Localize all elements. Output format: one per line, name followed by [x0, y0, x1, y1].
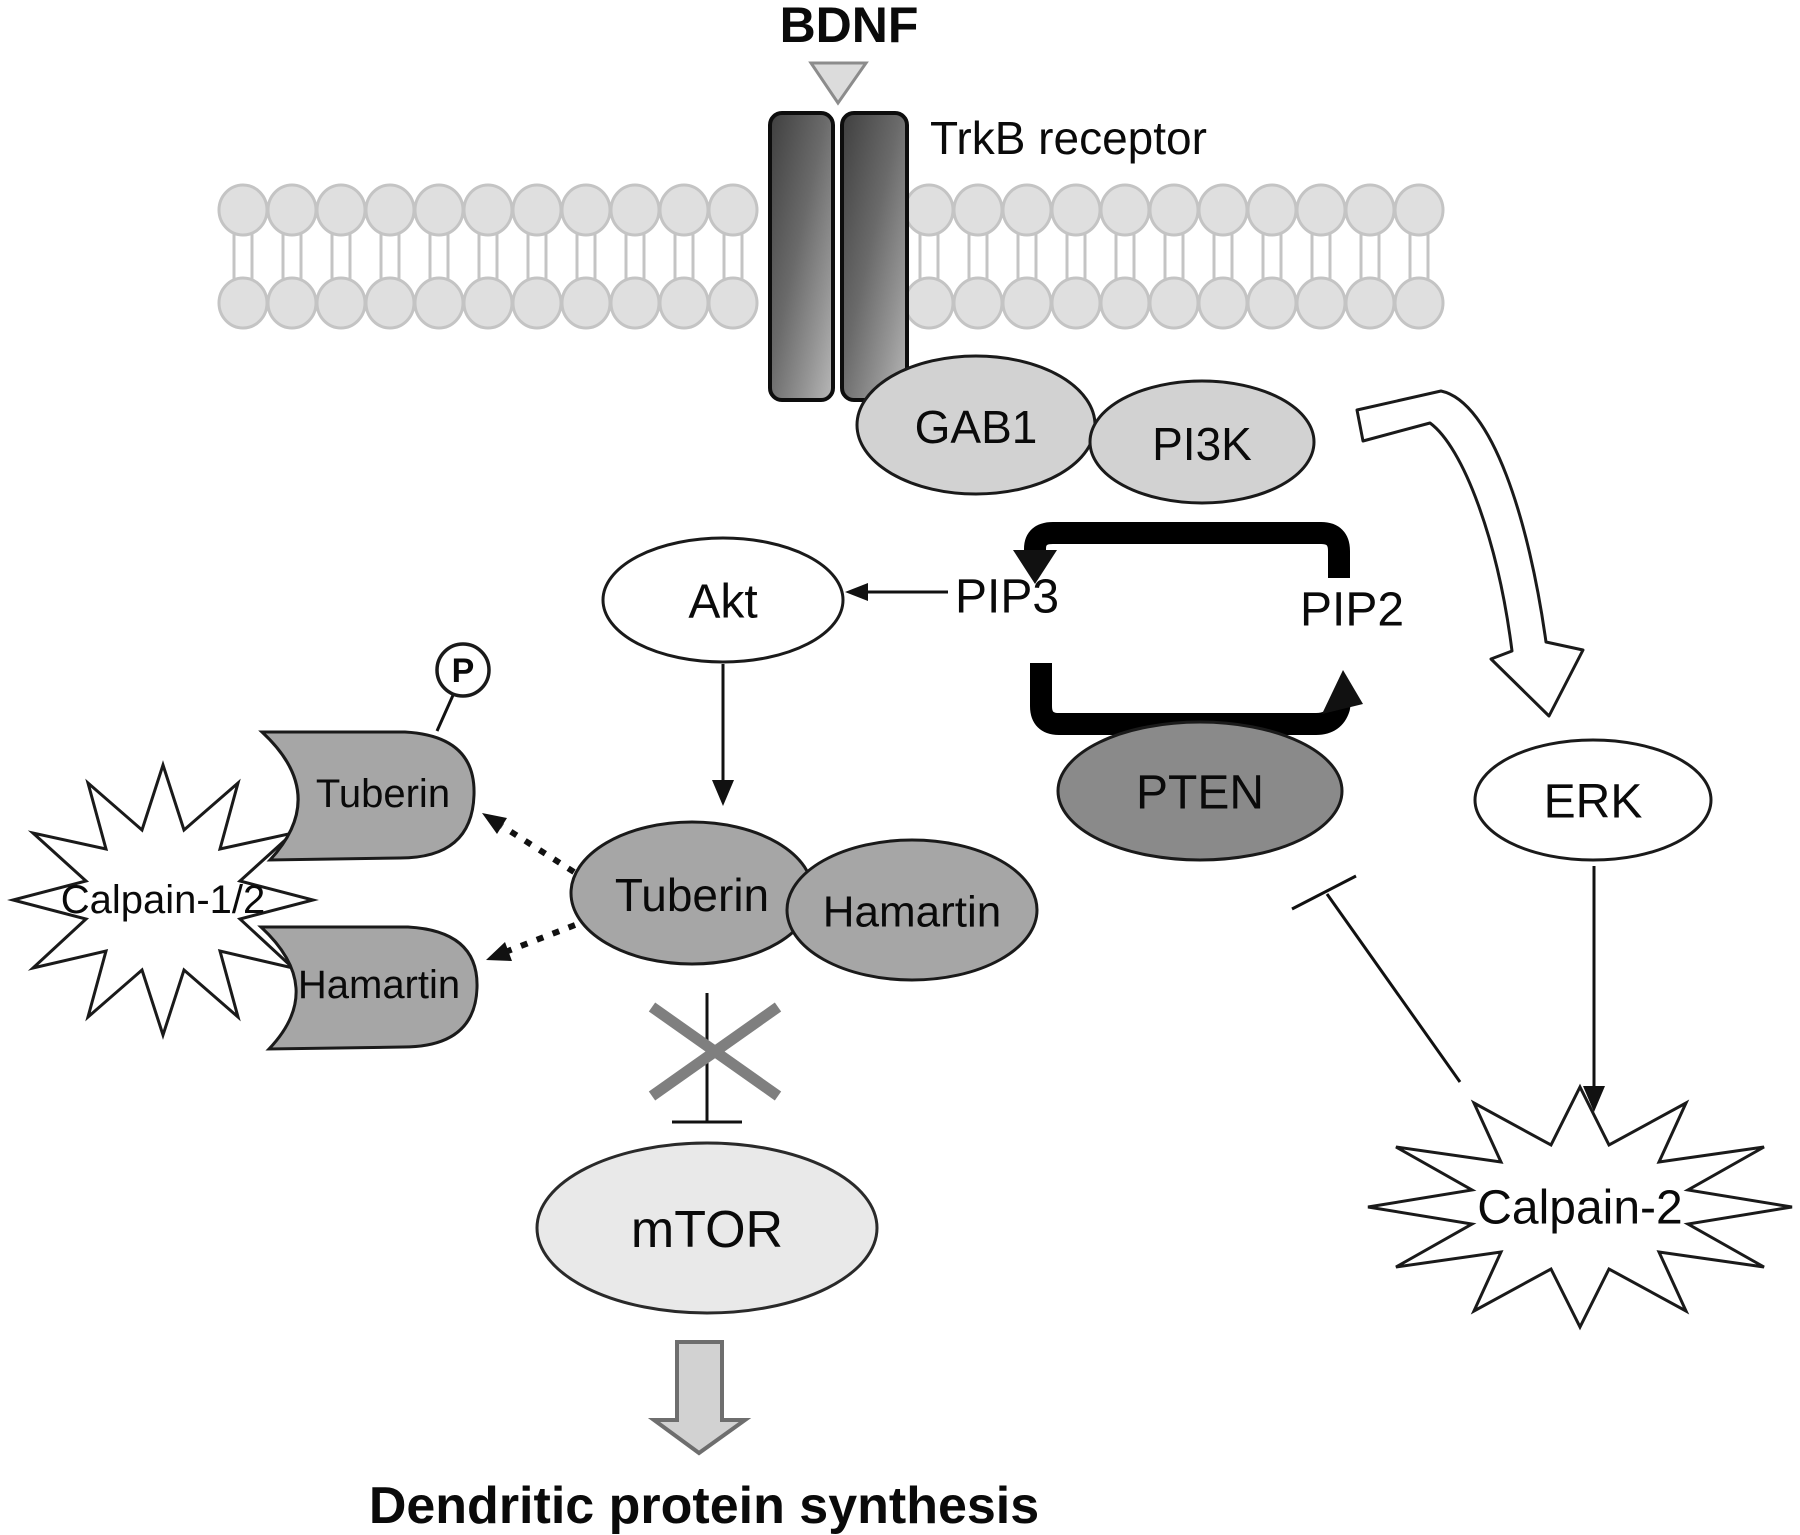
lipid-head-icon	[903, 183, 955, 237]
lipid-head-icon	[364, 183, 416, 237]
tuberin-complex-label: Tuberin	[615, 869, 769, 921]
lipid-head-icon	[217, 276, 269, 330]
pten-node	[1056, 720, 1344, 862]
tsc-to-hamartin-fragment-dotted-arrow	[506, 922, 577, 954]
lipid-head-icon	[707, 276, 759, 330]
erk-node	[1473, 738, 1713, 862]
lipid-head-icon	[1099, 183, 1151, 237]
lipid-head-icon	[1197, 183, 1249, 237]
lipid-head-icon	[1148, 276, 1200, 330]
lipid-head-icon	[658, 183, 710, 237]
trkb-receptor-bar-right	[840, 111, 909, 402]
lipid-head-icon	[609, 183, 661, 237]
lipid-head-icon	[1344, 183, 1396, 237]
tuberin-fragment	[258, 730, 476, 862]
lipid-head-icon	[413, 276, 465, 330]
tuberin-fragment-label: Tuberin	[316, 772, 450, 816]
lipid-head-icon	[903, 276, 955, 330]
lipid-head-icon	[462, 183, 514, 237]
calpain2-label: Calpain-2	[1477, 1182, 1682, 1235]
lipid-head-icon	[560, 276, 612, 330]
erk-to-calpain2-arrowhead-icon	[1583, 1086, 1605, 1112]
phospho-stick-line	[435, 692, 456, 732]
bdnf-binding-triangle-icon	[808, 61, 869, 106]
trkb-receptor-label: TrkB receptor	[930, 112, 1207, 164]
calpain12-label: Calpain-1/2	[61, 878, 266, 922]
lipid-head-icon	[609, 276, 661, 330]
trkb-receptor-bar-left	[768, 111, 835, 402]
lipid-head-icon	[560, 183, 612, 237]
lipid-head-icon	[1344, 276, 1396, 330]
pip3-to-akt-arrowhead-icon	[845, 583, 868, 601]
pi3k-label: PI3K	[1152, 418, 1252, 470]
lipid-head-icon	[511, 276, 563, 330]
pip2-to-pip3-arrow	[1024, 522, 1350, 578]
lipid-head-icon	[1246, 276, 1298, 330]
lipid-head-icon	[1393, 276, 1445, 330]
tsc-to-tuberin-fragment-arrowhead-icon	[482, 813, 507, 834]
pi3k-node	[1088, 379, 1316, 505]
lipid-head-icon	[1099, 276, 1151, 330]
lipid-head-icon	[511, 183, 563, 237]
pip3-label: PIP3	[955, 571, 1059, 624]
lipid-head-icon	[266, 183, 318, 237]
hamartin-complex-node	[785, 838, 1039, 982]
lipid-head-icon	[1197, 276, 1249, 330]
hamartin-fragment-label: Hamartin	[298, 963, 460, 1007]
akt-label: Akt	[688, 576, 757, 629]
lipid-head-icon	[217, 183, 269, 237]
gab1-label: GAB1	[915, 401, 1038, 453]
pten-label: PTEN	[1136, 767, 1264, 820]
cell-membrane-bilayer	[217, 183, 1445, 330]
lipid-head-icon	[266, 276, 318, 330]
calpain2-to-pten-inhibition-line	[1325, 893, 1462, 1083]
lipid-head-icon	[707, 183, 759, 237]
akt-node	[601, 536, 845, 664]
lipid-head-icon	[1050, 276, 1102, 330]
pip3-to-pip2-arrow	[1030, 663, 1351, 735]
akt-to-tsc-arrowhead-icon	[712, 780, 734, 806]
lipid-head-icon	[658, 276, 710, 330]
lipid-head-icon	[1001, 183, 1053, 237]
hamartin-fragment	[257, 925, 479, 1051]
pip2-label: PIP2	[1300, 584, 1404, 637]
lipid-head-icon	[364, 276, 416, 330]
erk-label: ERK	[1544, 776, 1643, 829]
hamartin-complex-label: Hamartin	[823, 888, 1002, 937]
lipid-head-icon	[1393, 183, 1445, 237]
lipid-head-icon	[1148, 183, 1200, 237]
tsc-to-hamartin-fragment-arrowhead-icon	[486, 942, 512, 961]
pi3k-to-erk-curved-arrow	[1355, 389, 1585, 718]
calpain2-to-pten-inhibition-bar-icon	[1291, 874, 1357, 911]
lipid-head-icon	[462, 276, 514, 330]
bdnf-label: BDNF	[780, 0, 919, 53]
lipid-head-icon	[1050, 183, 1102, 237]
lipid-head-icon	[413, 183, 465, 237]
pip3-to-pip2-arrowhead-icon	[1322, 670, 1363, 714]
blocked-cross-stroke-2	[648, 1002, 782, 1101]
lipid-head-icon	[1246, 183, 1298, 237]
output-label: Dendritic protein synthesis	[369, 1477, 1039, 1535]
phospho-circle-icon	[435, 642, 491, 698]
lipid-head-icon	[952, 183, 1004, 237]
mtor-output-block-arrow	[647, 1340, 752, 1456]
mtor-label: mTOR	[631, 1201, 783, 1259]
lipid-head-icon	[1295, 183, 1347, 237]
calpain2-starburst	[1367, 1083, 1793, 1331]
lipid-head-icon	[952, 276, 1004, 330]
phospho-label: P	[452, 652, 475, 690]
lipid-head-icon	[315, 183, 367, 237]
tsc-to-tuberin-fragment-dotted-arrow	[500, 823, 576, 875]
lipid-head-icon	[315, 276, 367, 330]
mtor-node	[535, 1141, 879, 1315]
lipid-head-icon	[1295, 276, 1347, 330]
pip2-to-pip3-arrowhead-icon	[1013, 550, 1057, 584]
lipid-head-icon	[1001, 276, 1053, 330]
